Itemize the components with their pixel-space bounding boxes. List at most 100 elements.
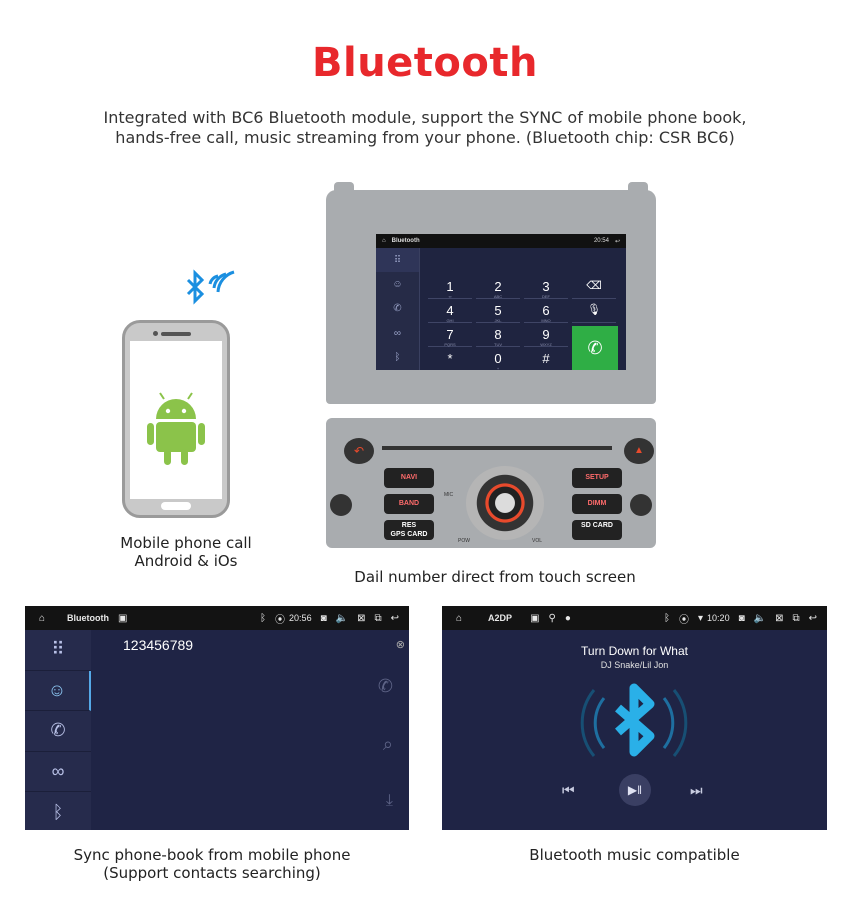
song-title: Turn Down for What <box>581 644 688 658</box>
disc-slot <box>382 446 612 450</box>
vol-label: VOL <box>532 538 543 544</box>
next-track-icon[interactable]: ⏭ <box>690 782 703 798</box>
music-status-bar: ⌂ A2DP ▣ ⚲ ● ᛒ ⦿ ▾ 10:20 ◙ 🔈 ⊠ ⧉ ↩ <box>442 606 827 630</box>
search-icon[interactable]: ⌕ <box>382 734 393 754</box>
camera-icon[interactable]: ◙ <box>738 612 745 624</box>
res-gps-card-button[interactable]: RES GPS CARD <box>384 520 434 540</box>
phone-caption-line-2: Android & iOs <box>134 552 238 570</box>
mic-label: MIC <box>444 492 454 498</box>
image-icon: ▣ <box>530 612 540 624</box>
setup-button[interactable]: SETUP <box>572 468 622 488</box>
wifi-icon: ▾ <box>698 612 704 624</box>
previous-track-icon[interactable]: ⏮ <box>562 782 575 798</box>
call-log-icon[interactable]: ✆ <box>393 303 402 315</box>
key-digit: * <box>447 351 453 366</box>
phonebook-caption-line-1: Sync phone-book from mobile phone <box>73 846 351 864</box>
call-icon[interactable]: ✆ <box>377 676 393 696</box>
window-icon[interactable]: ⧉ <box>792 612 800 624</box>
sd-card-button[interactable]: SD CARD <box>572 520 622 540</box>
contacts-icon[interactable]: ☺ <box>392 279 403 291</box>
window-icon[interactable]: ⧉ <box>374 612 382 624</box>
key-letters: WXYZ <box>540 342 552 347</box>
music-screenshot: ⌂ A2DP ▣ ⚲ ● ᛒ ⦿ ▾ 10:20 ◙ 🔈 ⊠ ⧉ ↩ Turn … <box>442 606 827 830</box>
call-log-icon[interactable]: ✆ <box>25 711 91 752</box>
bluetooth-icon[interactable]: ᛒ <box>394 352 401 364</box>
volume-knob[interactable] <box>466 466 544 540</box>
res-label: RES <box>401 522 417 529</box>
bluetooth-status-icon: ᛒ <box>260 612 267 624</box>
phone-caption: Mobile phone call Android & iOs <box>96 534 276 570</box>
phone-caption-line-1: Mobile phone call <box>120 534 252 552</box>
play-pause-button[interactable]: ▶‖ <box>619 774 651 806</box>
back-icon[interactable]: ↩ <box>390 612 399 624</box>
back-icon[interactable]: ↩ <box>808 612 817 624</box>
camera-icon[interactable]: ◙ <box>320 612 327 624</box>
key-digit: 0 <box>494 351 502 366</box>
right-screw <box>630 494 652 516</box>
close-window-icon[interactable]: ⊠ <box>357 612 366 624</box>
unit-screen-time: 20:54 <box>593 238 609 244</box>
record-icon: ● <box>564 612 571 624</box>
key-letters: ∞ <box>448 294 452 299</box>
key-0[interactable]: 0+ <box>476 350 520 370</box>
android-robot-icon <box>147 392 205 465</box>
usb-icon: ⚲ <box>548 612 556 624</box>
band-button[interactable]: BAND <box>384 494 434 514</box>
link-icon[interactable]: ∞ <box>25 752 91 793</box>
download-icon[interactable]: ⤓ <box>385 792 393 809</box>
location-icon: ⦿ <box>275 614 286 626</box>
key-star[interactable]: * <box>428 350 472 370</box>
mount-tab-right <box>628 182 648 196</box>
backspace-icon[interactable]: ⌫ <box>572 278 616 299</box>
eject-left-button[interactable]: ↶ <box>344 438 374 464</box>
clear-icon[interactable]: ⊗ <box>395 639 405 651</box>
contacts-icon[interactable]: ☺ <box>25 670 91 712</box>
key-letters: PQRS <box>444 342 456 347</box>
home-icon[interactable]: ⌂ <box>39 612 46 624</box>
key-hash[interactable]: # <box>524 350 568 370</box>
search-number-input[interactable]: 123456789 <box>123 637 194 653</box>
close-window-icon[interactable]: ⊠ <box>775 612 784 624</box>
mount-tab-left <box>334 182 354 196</box>
phonebook-sidebar: ⠿ ☺ ✆ ∞ ᛒ <box>25 630 91 830</box>
key-letters: JKL <box>494 318 502 323</box>
image-icon: ▣ <box>118 612 128 624</box>
back-icon[interactable]: ↩ <box>614 238 620 245</box>
dialpad-icon[interactable]: ⠿ <box>376 248 419 273</box>
key-1[interactable]: 1∞ <box>428 278 472 299</box>
page-description: Integrated with BC6 Bluetooth module, su… <box>40 108 810 148</box>
key-letters: ABC <box>493 294 503 299</box>
key-letters: + <box>496 366 500 371</box>
volume-icon[interactable]: 🔈 <box>335 612 349 624</box>
navi-button[interactable]: NAVI <box>384 468 434 488</box>
dialpad-icon[interactable]: ⠿ <box>25 630 91 671</box>
bluetooth-icon[interactable]: ᛒ <box>25 792 91 830</box>
unit-screen-title: Bluetooth <box>391 238 420 244</box>
key-letters: DEF <box>542 294 550 299</box>
key-letters: TUV <box>494 342 502 347</box>
song-artist: DJ Snake/Lil Jon <box>600 660 669 670</box>
music-title: A2DP <box>488 613 513 623</box>
call-button[interactable]: ✆ <box>572 326 618 370</box>
key-digit: 6 <box>542 303 550 318</box>
home-icon[interactable]: ⌂ <box>456 612 463 624</box>
key-digit: 4 <box>446 303 454 318</box>
left-screw <box>330 494 352 516</box>
eject-button[interactable]: ▲ <box>624 438 654 464</box>
link-icon[interactable]: ∞ <box>393 327 402 339</box>
home-icon[interactable]: ⌂ <box>382 238 386 244</box>
key-digit: # <box>542 351 550 366</box>
key-digit: 3 <box>542 279 550 294</box>
mic-icon[interactable]: 🎙 <box>572 302 616 323</box>
camera-dot <box>153 331 158 336</box>
volume-icon[interactable]: 🔈 <box>753 612 767 624</box>
dimm-button[interactable]: DIMM <box>572 494 622 514</box>
